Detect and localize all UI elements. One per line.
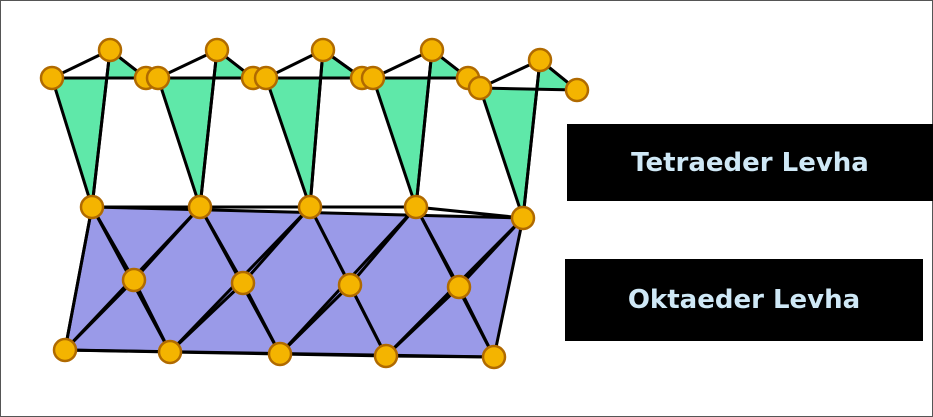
tetrahedron [156, 48, 255, 209]
atom [230, 270, 256, 296]
octahedral-sheet-label-text: Oktaeder Levha [627, 285, 861, 315]
atom [97, 37, 123, 63]
atom [253, 65, 279, 91]
atom [121, 267, 147, 293]
tetrahedron [371, 48, 470, 209]
atom [527, 47, 553, 73]
octahedral-sheet-label: Oktaeder Levha [565, 259, 923, 341]
atom [145, 65, 171, 91]
atom [204, 37, 230, 63]
atom [39, 65, 65, 91]
atom [373, 343, 399, 369]
atom [564, 77, 590, 103]
octahedral-sheet [63, 205, 525, 359]
atom [337, 272, 363, 298]
tetrahedron [478, 58, 579, 220]
tetrahedron [50, 48, 148, 209]
atom [419, 37, 445, 63]
atom [157, 339, 183, 365]
atom [52, 337, 78, 363]
tetrahedral-sheet-label: Tetraeder Levha [567, 124, 933, 201]
atom [446, 274, 472, 300]
atom [467, 75, 493, 101]
tetrahedral-sheet-label-text: Tetraeder Levha [631, 147, 869, 178]
atom [360, 65, 386, 91]
atom [403, 194, 429, 220]
tetrahedron [264, 48, 364, 209]
tetrahedral-sheet [50, 48, 579, 220]
atom [481, 344, 507, 370]
atoms [39, 37, 590, 370]
atom [267, 341, 293, 367]
atom [297, 194, 323, 220]
atom [310, 37, 336, 63]
atom [510, 205, 536, 231]
atom [79, 194, 105, 220]
atom [187, 194, 213, 220]
